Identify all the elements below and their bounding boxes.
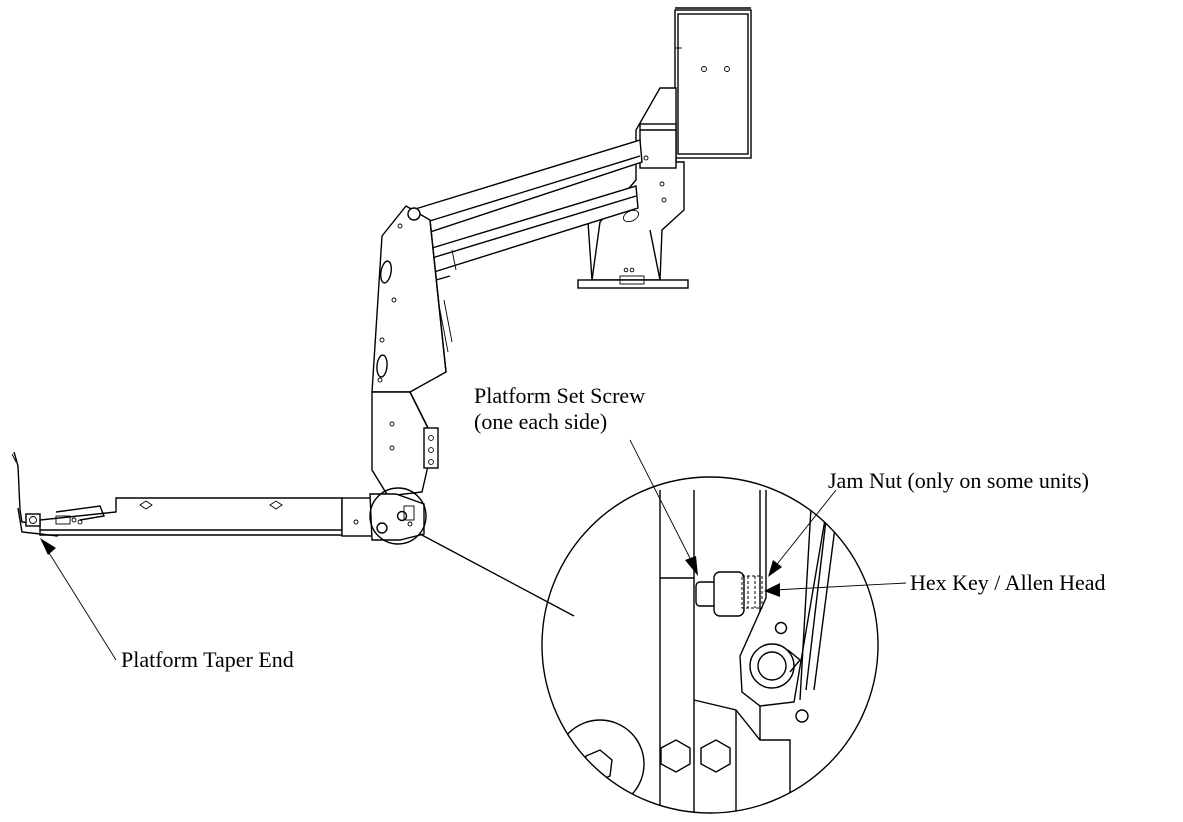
upper-arm xyxy=(410,139,643,273)
magnify-leader xyxy=(419,533,575,617)
mount-post xyxy=(577,87,689,289)
leader-taper xyxy=(40,538,117,661)
hex-bolt-far-left xyxy=(583,749,613,783)
platform-pivot xyxy=(369,487,427,545)
leader-set-screw xyxy=(629,439,698,576)
label-jam-nut: Jam Nut (only on some units) xyxy=(828,468,1089,493)
leader-hex-key xyxy=(764,582,907,597)
detail-view xyxy=(541,476,879,814)
label-platform-taper-end: Platform Taper End xyxy=(121,647,294,672)
vertical-arm xyxy=(371,205,453,497)
hex-bolt-right xyxy=(700,739,731,773)
leader-jam-nut xyxy=(768,489,837,577)
label-platform-set-screw: Platform Set Screw xyxy=(474,383,646,408)
mount-box xyxy=(674,7,752,159)
label-hex-key: Hex Key / Allen Head xyxy=(910,570,1106,595)
platform xyxy=(11,451,377,537)
hex-bolt-left xyxy=(660,739,691,773)
label-platform-set-screw-note: (one each side) xyxy=(474,409,608,434)
